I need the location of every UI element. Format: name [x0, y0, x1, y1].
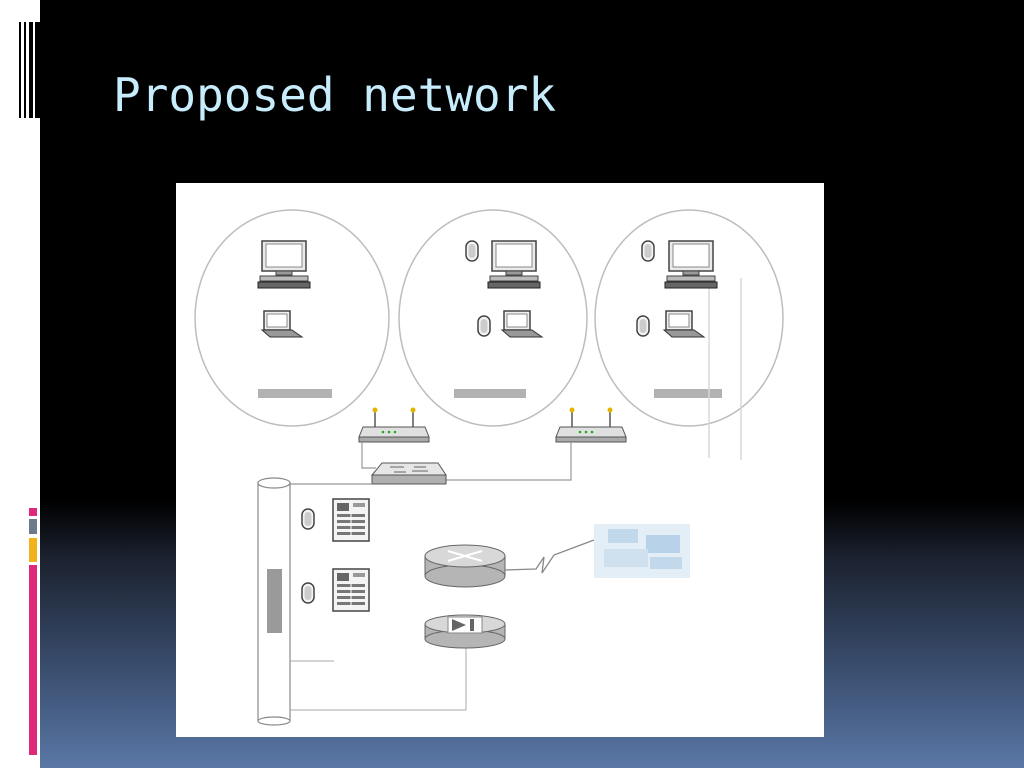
- accent-bar-pink-top: [29, 508, 37, 516]
- wireless-access-point-icon: [555, 406, 627, 443]
- accent-bar-pink-long: [29, 565, 37, 755]
- wireless-access-point-icon: [358, 406, 430, 443]
- mouse-icon: [465, 240, 479, 262]
- network-diagram: [176, 183, 824, 737]
- mouse-icon: [636, 315, 650, 337]
- mouse-icon: [477, 315, 491, 337]
- zone-ellipse-right: [594, 209, 784, 427]
- zone-label-bar-left: [258, 389, 332, 398]
- desktop-computer-icon: [257, 240, 311, 289]
- mouse-icon: [301, 508, 315, 530]
- desktop-computer-icon: [487, 240, 541, 289]
- server-icon: [332, 568, 370, 612]
- mouse-icon: [641, 240, 655, 262]
- slide-title: Proposed network: [113, 68, 557, 122]
- server-icon: [332, 498, 370, 542]
- zone-ellipse-left: [194, 209, 390, 427]
- internet-cloud-icon: [594, 524, 690, 578]
- router-icon: [424, 544, 506, 588]
- laptop-icon: [663, 310, 705, 338]
- backbone-cable-icon: [257, 477, 291, 726]
- accent-bar-orange: [29, 538, 37, 562]
- ap-right-to-switch-cable: [442, 442, 572, 481]
- firewall-icon: [424, 614, 506, 649]
- network-switch-icon: [370, 462, 447, 485]
- wan-link-lightning: [504, 539, 595, 574]
- zone-ellipse-middle: [398, 209, 588, 427]
- laptop-icon: [501, 310, 543, 338]
- ap-left-to-switch-cable: [361, 442, 376, 469]
- laptop-icon: [261, 310, 303, 338]
- mouse-icon: [301, 582, 315, 604]
- zone-label-bar-right: [654, 389, 722, 398]
- zone-label-bar-middle: [454, 389, 526, 398]
- accent-bar-gray: [29, 519, 37, 534]
- desktop-computer-icon: [664, 240, 718, 289]
- corner-decoration: [19, 22, 40, 118]
